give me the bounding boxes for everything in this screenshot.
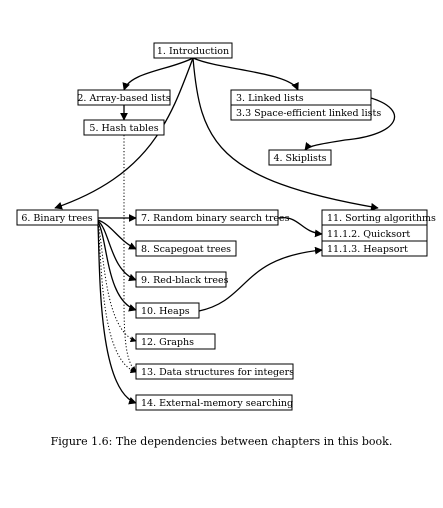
node-linked-lists: 3. Linked lists 3.3 Space-efficient link… (230, 89, 381, 121)
node-red-black-label: 9. Red-black trees (141, 275, 229, 286)
node-external-memory-label: 14. External-memory searching (141, 398, 293, 409)
edge-heaps-heapsort (198, 246, 323, 312)
node-random-bst: 7. Random binary search trees (135, 209, 290, 226)
node-integers-label: 13. Data structures for integers (141, 367, 294, 378)
node-heaps-label: 10. Heaps (141, 306, 190, 317)
edge-binarytrees-scapegoat (97, 219, 137, 250)
node-skiplists: 4. Skiplists (268, 149, 332, 166)
node-space-efficient-label: 3.3 Space-efficient linked lists (236, 108, 381, 119)
node-graphs: 12. Graphs (135, 333, 216, 350)
edge-binarytrees-redblack (97, 220, 137, 282)
edge-intro-linkedlists (192, 57, 299, 91)
node-integers: 13. Data structures for integers (135, 363, 294, 380)
node-skiplists-label: 4. Skiplists (273, 153, 326, 164)
edge-intro-binarytrees (54, 57, 194, 210)
node-hash-tables: 5. Hash tables (83, 119, 165, 136)
node-graphs-label: 12. Graphs (141, 337, 194, 348)
node-heaps: 10. Heaps (135, 302, 200, 319)
node-sorting-label: 11. Sorting algorithms (327, 213, 436, 224)
figure-caption: Figure 1.6: The dependencies between cha… (50, 435, 393, 448)
node-random-bst-label: 7. Random binary search trees (141, 213, 290, 224)
node-array-lists-label: 2. Array-based lists (77, 93, 170, 104)
edges (54, 57, 396, 405)
node-linked-lists-label: 3. Linked lists (236, 93, 304, 104)
node-scapegoat: 8. Scapegoat trees (135, 240, 237, 257)
node-quicksort-label: 11.1.2. Quicksort (327, 229, 410, 240)
node-sorting: 11. Sorting algorithms 11.1.2. Quicksort… (321, 209, 436, 257)
edge-intro-sorting (192, 57, 379, 211)
node-external-memory: 14. External-memory searching (135, 394, 293, 411)
node-heapsort-label: 11.1.3. Heapsort (327, 244, 408, 255)
edge-linkedlists-skiplists (304, 97, 396, 151)
edge-binarytrees-heaps (97, 221, 137, 312)
node-array-lists: 2. Array-based lists (77, 89, 171, 106)
edge-binarytrees-external (97, 224, 137, 405)
node-introduction-label: 1. Introduction (157, 46, 229, 57)
node-scapegoat-label: 8. Scapegoat trees (141, 244, 231, 255)
edge-dotted-binarytrees-integers (97, 223, 137, 374)
node-introduction: 1. Introduction (153, 42, 233, 59)
node-binary-trees: 6. Binary trees (16, 209, 99, 226)
edge-randombst-quicksort (277, 217, 323, 238)
node-binary-trees-label: 6. Binary trees (21, 213, 92, 224)
node-red-black: 9. Red-black trees (135, 271, 229, 288)
node-hash-tables-label: 5. Hash tables (89, 123, 158, 134)
edge-intro-arraylists (122, 57, 194, 91)
